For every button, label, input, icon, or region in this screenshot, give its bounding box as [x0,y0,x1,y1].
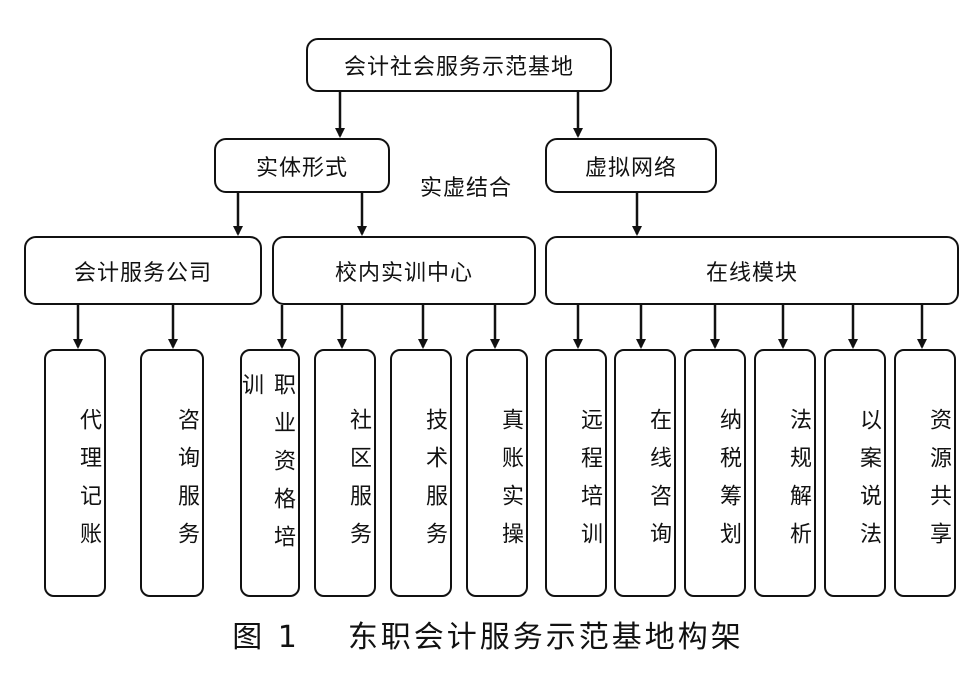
leaf-node: 资源共享 [894,349,956,597]
leaf-node: 社区服务 [314,349,376,597]
leaf-node: 职业资格培训 [238,349,300,597]
leaf-node: 真账实操 [466,349,528,597]
leaf-node: 代理记账 [44,349,106,597]
node-physical-form: 实体形式 [214,138,390,193]
leaf-node: 在线咨询 [614,349,676,597]
node-physical-form-label: 实体形式 [255,155,348,181]
node-virtual-network: 虚拟网络 [545,138,717,193]
node-virtual-network-label: 虚拟网络 [584,155,677,181]
root-node: 会计社会服务示范基地 [306,38,612,92]
figure-title: 东职会计服务示范基地构架 [347,620,744,655]
leaf-node: 远程培训 [545,349,607,597]
connector-label: 实虚结合 [420,176,513,201]
leaf-node: 法规解析 [754,349,816,597]
node-online-module-label: 在线模块 [705,260,798,286]
node-accounting-company-label: 会计服务公司 [73,260,212,286]
leaf-node: 咨询服务 [140,349,204,597]
node-accounting-company: 会计服务公司 [24,236,262,305]
leaf-node: 纳税筹划 [684,349,746,597]
leaf-node: 技术服务 [390,349,452,597]
node-campus-training-center: 校内实训中心 [272,236,536,305]
figure-number: 图 1 [232,620,300,655]
root-label: 会计社会服务示范基地 [343,55,574,80]
node-online-module: 在线模块 [545,236,959,305]
node-campus-training-center-label: 校内实训中心 [334,260,473,286]
figure-caption: 图 1 东职会计服务示范基地构架 [0,612,976,656]
leaf-node: 以案说法 [824,349,886,597]
